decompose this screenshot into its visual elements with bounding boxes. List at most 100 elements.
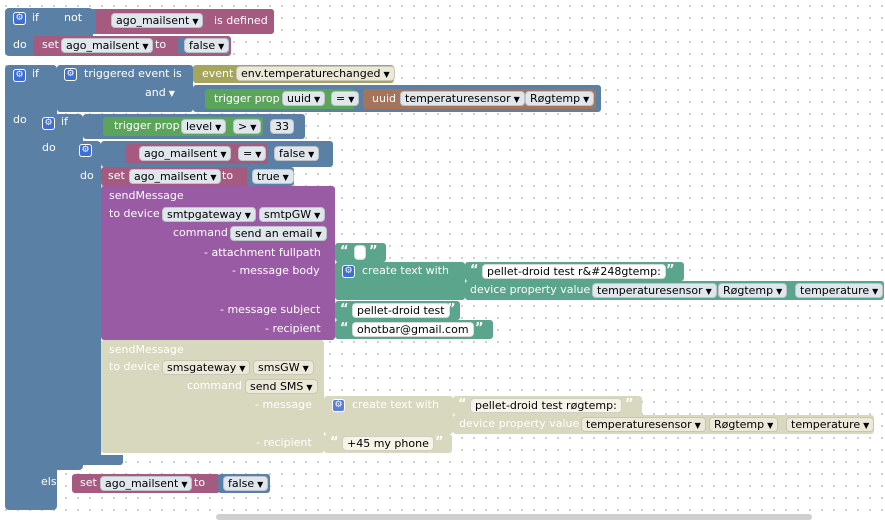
if-block-4[interactable]: ⚙ do xyxy=(73,141,101,465)
device-name-value: smtpGW xyxy=(264,208,312,221)
boolean-dropdown[interactable]: true▼ xyxy=(252,169,294,184)
chevron-down-icon: ▼ xyxy=(383,70,390,79)
quote-icon: ” xyxy=(435,435,444,450)
var-compare-block[interactable]: ago_mailsent▼ =▼ xyxy=(126,144,268,164)
boolean-block-5[interactable]: false▼ xyxy=(218,474,270,493)
trigger-prop-label: trigger prop xyxy=(114,119,180,132)
operator-dropdown[interactable]: =▼ xyxy=(238,146,267,161)
quote-icon: ” xyxy=(475,321,484,336)
event-dropdown[interactable]: env.temperaturechanged▼ xyxy=(236,66,395,81)
gear-icon[interactable]: ⚙ xyxy=(13,12,26,25)
boolean-block-4[interactable]: true▼ xyxy=(247,167,294,186)
recipient-text-block-sms[interactable]: “ +45 my phone ” xyxy=(324,434,452,453)
send-message-title: sendMessage xyxy=(109,189,184,202)
dp-name-dropdown[interactable]: Røgtemp▼ xyxy=(718,283,788,298)
text-field[interactable]: pellet-droid test røgtemp: xyxy=(470,398,622,413)
create-text-block[interactable]: ⚙ create text with xyxy=(335,262,465,300)
chevron-down-icon: ▼ xyxy=(315,230,322,239)
gear-icon[interactable]: ⚙ xyxy=(342,265,355,278)
chevron-down-icon: ▼ xyxy=(314,211,321,220)
attachment-text-block[interactable]: “ ” xyxy=(335,243,386,262)
dp-name-dropdown[interactable]: Røgtemp▼ xyxy=(709,417,779,432)
gear-icon[interactable]: ⚙ xyxy=(42,117,55,130)
and-dropdown[interactable]: and▼ xyxy=(141,86,179,101)
variable-dropdown[interactable]: ago_mailsent▼ xyxy=(139,146,232,161)
command-label: command xyxy=(173,226,228,239)
trigger-prop-block-level[interactable]: trigger prop level▼ >▼ xyxy=(103,117,263,136)
device-property-block[interactable]: device property value temperaturesensor▼… xyxy=(465,281,884,300)
chevron-down-icon: ▼ xyxy=(210,173,217,182)
dp-device-dropdown[interactable]: temperaturesensor▼ xyxy=(592,283,717,298)
device-name-dropdown[interactable]: Røgtemp▼ xyxy=(525,91,595,106)
device-type-dropdown[interactable]: smtpgateway▼ xyxy=(162,207,256,222)
device-name-dropdown[interactable]: smtpGW▼ xyxy=(259,207,326,222)
set-variable-name: ago_mailsent xyxy=(134,170,208,183)
horizontal-scrollbar[interactable] xyxy=(216,514,812,520)
number-field[interactable]: 33 xyxy=(270,119,294,134)
else-label: else xyxy=(41,475,64,488)
set-variable-dropdown[interactable]: ago_mailsent▼ xyxy=(100,476,193,491)
variable-name: ago_mailsent xyxy=(116,14,190,27)
triggered-event-block[interactable]: ⚙ triggered event is and▼ xyxy=(57,65,193,112)
gear-icon[interactable]: ⚙ xyxy=(13,69,26,82)
command-dropdown[interactable]: send SMS▼ xyxy=(245,379,318,394)
chevron-down-icon: ▼ xyxy=(255,150,262,159)
text-block-1[interactable]: “ pellet-droid test r&#248gtemp: ” xyxy=(465,262,684,281)
gear-icon[interactable]: ⚙ xyxy=(332,399,345,412)
device-property-block-sms[interactable]: device property value temperaturesensor▼… xyxy=(453,415,875,434)
dp-prop-dropdown[interactable]: temperature▼ xyxy=(786,417,875,432)
boolean-dropdown[interactable]: false▼ xyxy=(274,146,320,161)
dp-prop-value: temperature xyxy=(800,284,870,297)
subject-text-block[interactable]: “ pellet-droid test ” xyxy=(335,301,460,320)
boolean-block-1[interactable]: false▼ xyxy=(178,37,230,54)
boolean-dropdown[interactable]: false▼ xyxy=(184,38,230,53)
text-block-sms[interactable]: “ pellet-droid test røgtemp: ” xyxy=(453,396,642,415)
device-name-dropdown[interactable]: smsGW▼ xyxy=(253,360,314,375)
create-text-block-sms[interactable]: ⚙ create text with xyxy=(324,396,453,434)
gear-icon[interactable]: ⚙ xyxy=(79,144,92,157)
set-block-2[interactable]: set ago_mailsent▼ to xyxy=(101,167,251,186)
variable-dropdown[interactable]: ago_mailsent▼ xyxy=(111,13,204,28)
event-block[interactable]: event env.temperaturechanged▼ xyxy=(193,65,395,83)
uuid-block[interactable]: uuid temperaturesensor▼ Røgtemp▼ xyxy=(363,89,596,109)
dp-prop-dropdown[interactable]: temperature▼ xyxy=(795,283,884,298)
recipient-field[interactable]: +45 my phone xyxy=(342,436,434,451)
attachment-field[interactable] xyxy=(354,245,366,260)
chevron-down-icon: ▼ xyxy=(776,287,783,296)
device-type-dropdown[interactable]: temperaturesensor▼ xyxy=(400,91,525,106)
text-field[interactable]: pellet-droid test r&#248gtemp: xyxy=(482,264,666,279)
operator-dropdown[interactable]: >▼ xyxy=(233,119,262,134)
chevron-down-icon: ▼ xyxy=(583,95,590,104)
set-variable-dropdown[interactable]: ago_mailsent▼ xyxy=(129,169,222,184)
recipient-field[interactable]: ohotbar@gmail.com xyxy=(352,322,474,337)
message-subject-label: - message subject xyxy=(220,303,321,316)
quote-icon: ” xyxy=(666,263,675,278)
chevron-down-icon: ▼ xyxy=(220,150,227,159)
dp-prop-value: temperature xyxy=(791,418,861,431)
prop-value: level xyxy=(186,120,213,133)
is-defined-block[interactable]: ago_mailsent▼ is defined xyxy=(96,9,274,34)
set-block-3[interactable]: set ago_mailsent▼ to xyxy=(72,474,220,493)
command-dropdown[interactable]: send an email▼ xyxy=(230,226,327,241)
boolean-dropdown[interactable]: false▼ xyxy=(223,476,269,491)
trigger-prop-block-uuid[interactable]: trigger prop uuid▼ =▼ xyxy=(205,89,360,109)
number-block[interactable]: 33 xyxy=(263,117,301,136)
prop-dropdown[interactable]: uuid▼ xyxy=(282,91,326,106)
to-device-label: to device xyxy=(109,207,160,220)
device-type-dropdown[interactable]: smsgateway▼ xyxy=(162,360,251,375)
subject-field[interactable]: pellet-droid test xyxy=(352,303,450,318)
chevron-down-icon: ▼ xyxy=(192,17,199,26)
quote-icon: ” xyxy=(447,302,456,317)
send-message-sms-block[interactable]: sendMessage to device smsgateway▼ smsGW▼… xyxy=(101,340,324,453)
boolean-block-3[interactable]: false▼ xyxy=(268,144,328,164)
gear-icon[interactable]: ⚙ xyxy=(64,68,77,81)
recipient-text-block[interactable]: “ ohotbar@gmail.com ” xyxy=(335,320,493,339)
chevron-down-icon: ▼ xyxy=(250,123,257,132)
chevron-down-icon: ▼ xyxy=(244,211,251,220)
set-variable-dropdown[interactable]: ago_mailsent▼ xyxy=(61,38,154,53)
dp-device-dropdown[interactable]: temperaturesensor▼ xyxy=(581,417,706,432)
operator-dropdown[interactable]: =▼ xyxy=(331,91,360,106)
create-text-label: create text with xyxy=(362,264,449,277)
prop-dropdown[interactable]: level▼ xyxy=(181,119,227,134)
send-message-email-block[interactable]: sendMessage to device smtpgateway▼ smtpG… xyxy=(101,186,335,340)
